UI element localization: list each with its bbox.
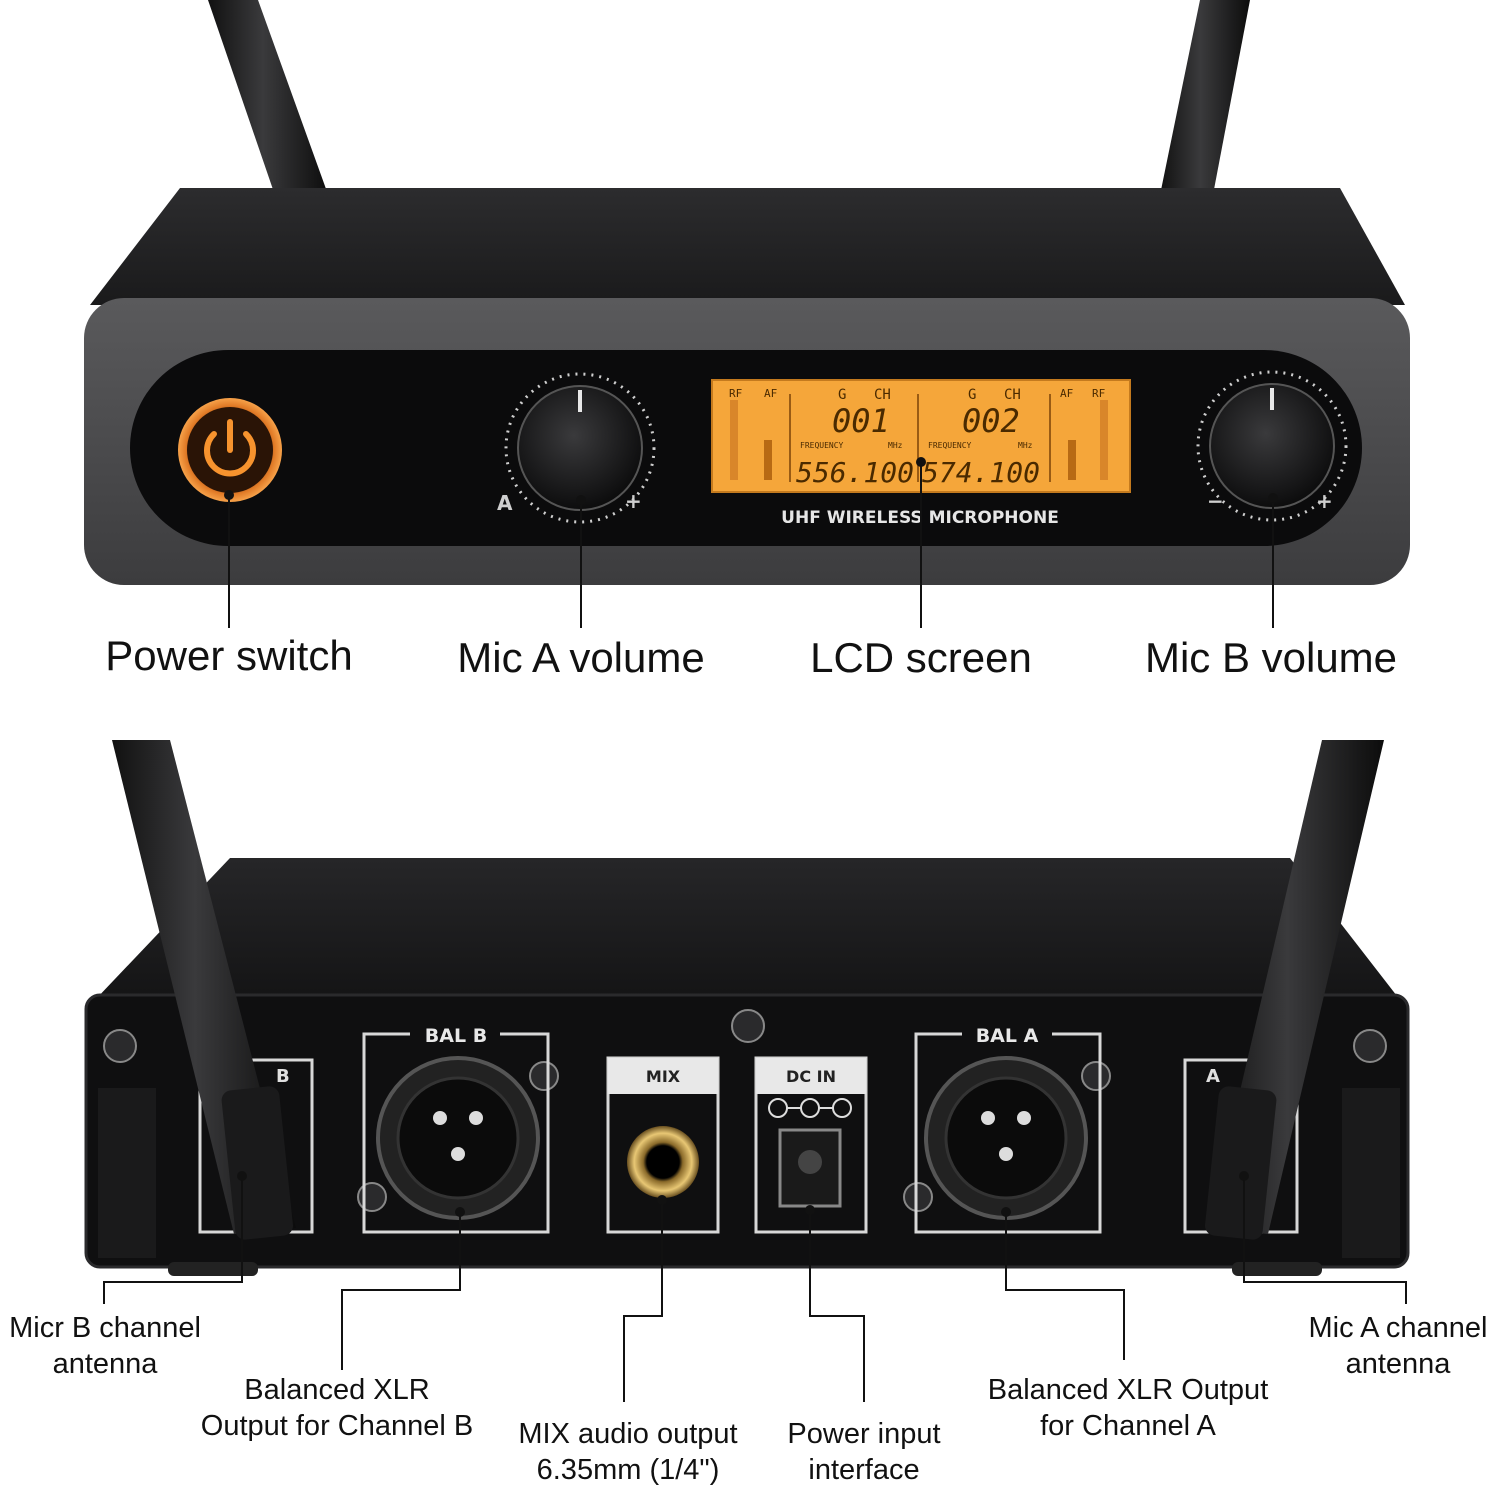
mic-b-volume-label: Mic B volume [1144, 634, 1398, 681]
back-leader-lines [103, 1176, 1407, 1402]
lcd-g-b: G [968, 387, 976, 403]
mic-b-knob-graphic [1196, 370, 1348, 522]
lcd-af-left: AF [764, 387, 777, 400]
dc-in-port-graphic [754, 1056, 868, 1234]
xlr-b-caption: Balanced XLR Output for Channel B [182, 1372, 492, 1445]
knob-a-letter: A [497, 491, 513, 515]
knob-a-plus: + [625, 489, 642, 513]
lcd-ch-b: CH [1004, 387, 1021, 403]
xlr-a-caption: Balanced XLR Output for Channel A [966, 1372, 1290, 1445]
front-leader-lines [228, 462, 1274, 628]
bal-a-port-graphic [914, 1032, 1102, 1234]
lcd-freq-label-b: FREQUENCY [928, 441, 972, 450]
lcd-screen-graphic: RF AF AF RF G CH G CH 001 002 FREQUENCY … [711, 379, 1131, 493]
front-left-antenna [208, 0, 330, 210]
lcd-freq-a: 556.100 [796, 456, 914, 489]
power-button-graphic [178, 398, 282, 502]
antenna-a-caption-line1: Mic A channel [1308, 1312, 1488, 1344]
power-input-caption: Power input interface [766, 1416, 962, 1489]
knob-b-plus: + [1316, 489, 1333, 513]
antenna-a-box-letter: A [1206, 1066, 1220, 1087]
xlr-b-caption-line2: Output for Channel B [200, 1410, 474, 1443]
dc-in-label: DC IN [786, 1067, 836, 1086]
xlr-a-caption-line1: Balanced XLR Output [987, 1374, 1269, 1406]
lcd-ch-a: CH [874, 387, 891, 403]
mix-caption: MIX audio output 6.35mm (1/4") [500, 1416, 756, 1489]
power-icon [204, 431, 256, 477]
mix-caption-line1: MIX audio output [518, 1418, 738, 1450]
xlr-b-caption-line1: Balanced XLR [244, 1374, 430, 1406]
lcd-g-a: G [838, 387, 846, 403]
power-input-caption-line1: Power input [787, 1418, 941, 1450]
mix-label: MIX [646, 1067, 681, 1086]
antenna-b-caption-line1: Micr B channel [9, 1312, 201, 1344]
mix-caption-line2: 6.35mm (1/4") [536, 1454, 720, 1487]
mic-a-knob-graphic [504, 372, 656, 524]
mix-port-graphic [606, 1056, 720, 1234]
knob-b-minus: − [1207, 489, 1224, 513]
lcd-rf-left: RF [729, 387, 742, 400]
lcd-channel-b: 002 [962, 402, 1020, 440]
front-right-antenna [1160, 0, 1250, 200]
antenna-b-caption: Micr B channel antenna [0, 1310, 210, 1383]
bal-a-label: BAL A [976, 1025, 1039, 1047]
front-housing-top [90, 188, 1405, 305]
lcd-channel-a: 001 [832, 402, 890, 440]
lcd-af-right: AF [1060, 387, 1073, 400]
antenna-a-caption-line2: antenna [1345, 1348, 1451, 1381]
xlr-a-caption-line2: for Channel A [1040, 1410, 1216, 1443]
lcd-mhz-a: MHz [888, 441, 903, 450]
antenna-a-caption: Mic A channel antenna [1296, 1310, 1500, 1383]
antenna-b-box-letter: B [276, 1066, 290, 1087]
lcd-freq-b: 574.100 [922, 456, 1040, 489]
back-housing-top [95, 858, 1400, 1000]
lcd-freq-label-a: FREQUENCY [800, 441, 844, 450]
antenna-b-caption-line2: antenna [52, 1348, 158, 1381]
lcd-rf-right: RF [1092, 387, 1105, 400]
power-input-caption-line2: interface [808, 1454, 920, 1487]
mic-a-volume-label: Mic A volume [457, 634, 705, 681]
bal-b-port-graphic [362, 1032, 550, 1234]
lcd-screen-label: LCD screen [810, 634, 1032, 681]
lcd-mhz-b: MHz [1018, 441, 1033, 450]
bal-b-label: BAL B [425, 1025, 487, 1047]
power-switch-label: Power switch [105, 632, 353, 679]
